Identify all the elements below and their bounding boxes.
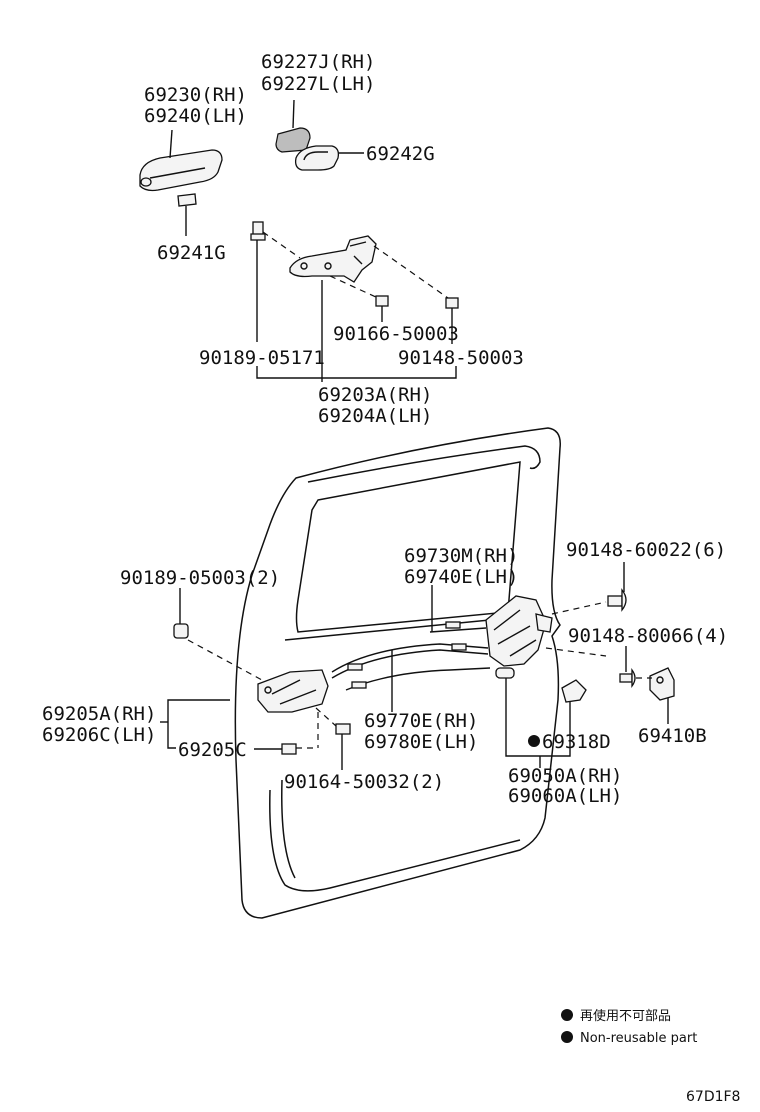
label-69205A: 69205A(RH) (42, 703, 156, 725)
screw-90166 (375, 295, 389, 314)
dash-line (315, 707, 337, 727)
label-69740E: 69740E(LH) (404, 566, 518, 588)
label-69318D: 69318D (542, 731, 611, 753)
outside-handle (139, 149, 223, 192)
label-90148-50003: 90148-50003 (398, 347, 524, 369)
dash-line (551, 601, 607, 615)
legend-bullet-jp (561, 1009, 573, 1021)
label-90164: 90164-50032(2) (284, 771, 444, 793)
handle-pad (177, 193, 197, 207)
label-69204A: 69204A(LH) (318, 405, 432, 427)
label-69206C: 69206C(LH) (42, 724, 156, 746)
label-69205C: 69205C (178, 739, 247, 761)
bolt-90189-05171 (250, 221, 266, 241)
non-reusable-mark (528, 735, 540, 747)
clip-90189-05003 (173, 623, 189, 639)
door-panel (234, 427, 561, 919)
leader-69227 (292, 99, 295, 129)
label-69060A: 69060A(LH) (508, 785, 622, 807)
legend-text-en: Non-reusable part (580, 1031, 697, 1046)
label-90189-05003: 90189-05003(2) (120, 567, 280, 589)
label-90148-60022: 90148-60022(6) (566, 539, 726, 561)
inside-handle (257, 669, 329, 713)
cables (331, 621, 491, 691)
door-lock (485, 595, 553, 679)
bracket-69203A (256, 366, 457, 379)
diagram-code: 67D1F8 (686, 1089, 740, 1105)
label-69242G: 69242G (366, 143, 435, 165)
cushion-69318D (561, 679, 587, 703)
label-69227J: 69227J(RH) (261, 51, 375, 73)
label-90189-05171: 90189-05171 (199, 347, 325, 369)
legend-bullet-en (561, 1031, 573, 1043)
label-69780E: 69780E(LH) (364, 731, 478, 753)
dash-line (329, 275, 379, 299)
label-69230: 69230(RH) (144, 84, 247, 106)
legend-text-jp: 再使用不可部品 (580, 1008, 671, 1024)
handle-gasket (294, 145, 340, 171)
dash-line (373, 245, 449, 299)
part-69205C (281, 743, 297, 755)
dash-line (262, 231, 301, 259)
bracket-69050A (505, 678, 571, 757)
label-69770E: 69770E(RH) (364, 710, 478, 732)
label-90148-80066: 90148-80066(4) (568, 625, 728, 647)
label-69227L: 69227L(LH) (261, 73, 375, 95)
bracket-69205A (167, 699, 230, 749)
label-90166: 90166-50003 (333, 323, 459, 345)
leader-69230 (169, 129, 173, 159)
screw-90148-50003 (445, 297, 459, 316)
dash-line (187, 639, 263, 681)
bolt-90148-60022 (607, 588, 627, 612)
label-69730M: 69730M(RH) (404, 545, 518, 567)
screw-90148-80066 (619, 668, 636, 688)
label-69050A: 69050A(RH) (508, 765, 622, 787)
label-69410B: 69410B (638, 725, 707, 747)
legend: 再使用不可部品 Non-reusable part (561, 1008, 697, 1046)
label-69241G: 69241G (157, 242, 226, 264)
screw-90164 (335, 723, 351, 735)
handle-frame (289, 235, 377, 283)
striker-69410B (649, 667, 675, 701)
label-69203A: 69203A(RH) (318, 384, 432, 406)
label-69240: 69240(LH) (144, 105, 247, 127)
